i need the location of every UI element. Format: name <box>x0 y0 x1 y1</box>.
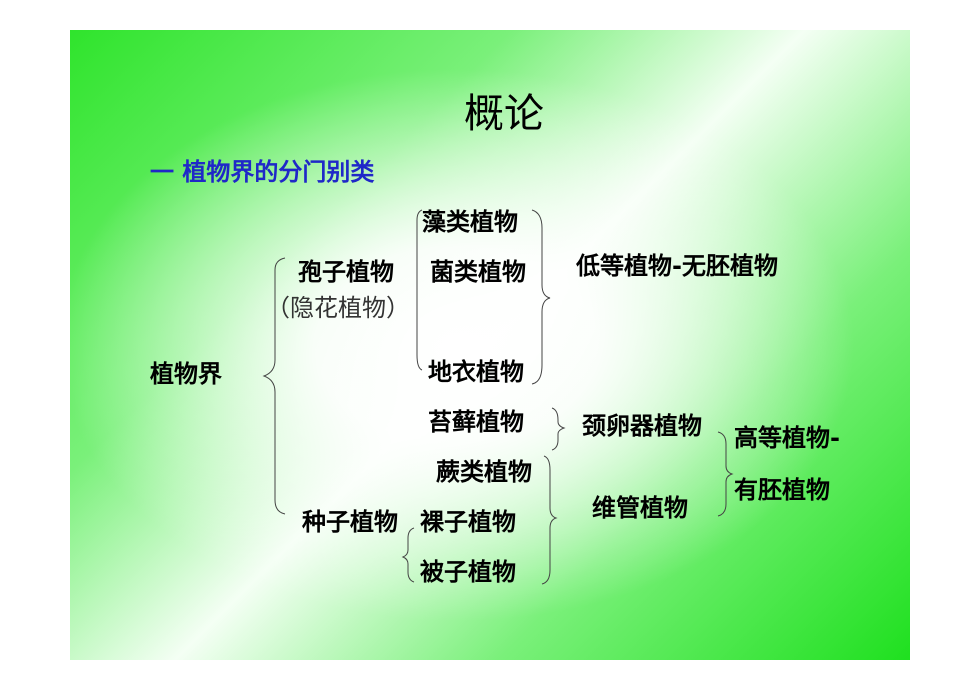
class-higher-line2: 有胚植物 <box>734 476 830 504</box>
brace-vascular <box>541 455 558 585</box>
group-algae: 藻类植物 <box>422 208 518 236</box>
brace-higher <box>717 431 734 517</box>
class-higher-line1: 高等植物- <box>734 424 840 452</box>
group-gymnosperm: 裸子植物 <box>420 508 516 536</box>
class-archegoniate: 颈卵器植物 <box>582 412 702 440</box>
bracket-algae-left <box>416 209 423 371</box>
group-angiosperm: 被子植物 <box>420 558 516 586</box>
group-moss: 苔藓植物 <box>428 408 524 436</box>
class-vascular: 维管植物 <box>592 494 688 522</box>
page-title: 概论 <box>464 91 544 137</box>
group-fern: 蕨类植物 <box>436 458 532 486</box>
seed-plants-label: 种子植物 <box>302 508 398 536</box>
spore-plants-alt-label: （隐花植物） <box>266 294 410 322</box>
brace-moss <box>551 407 566 451</box>
section-heading: 一 植物界的分门别类 <box>150 158 375 186</box>
slide: 概论 一 植物界的分门别类 植物界 孢子植物 （隐花植物） 种子植物 藻类植物 … <box>70 30 910 660</box>
class-lower-plants: 低等植物-无胚植物 <box>576 252 778 280</box>
brace-plant-kingdom <box>262 257 286 515</box>
group-fungi: 菌类植物 <box>430 258 526 286</box>
brace-seed <box>401 527 415 583</box>
group-lichen: 地衣植物 <box>428 358 524 386</box>
bracket-lines <box>262 209 734 585</box>
root-label: 植物界 <box>150 360 222 388</box>
spore-plants-label: 孢子植物 <box>298 258 394 286</box>
brace-lower-plants <box>531 209 551 385</box>
